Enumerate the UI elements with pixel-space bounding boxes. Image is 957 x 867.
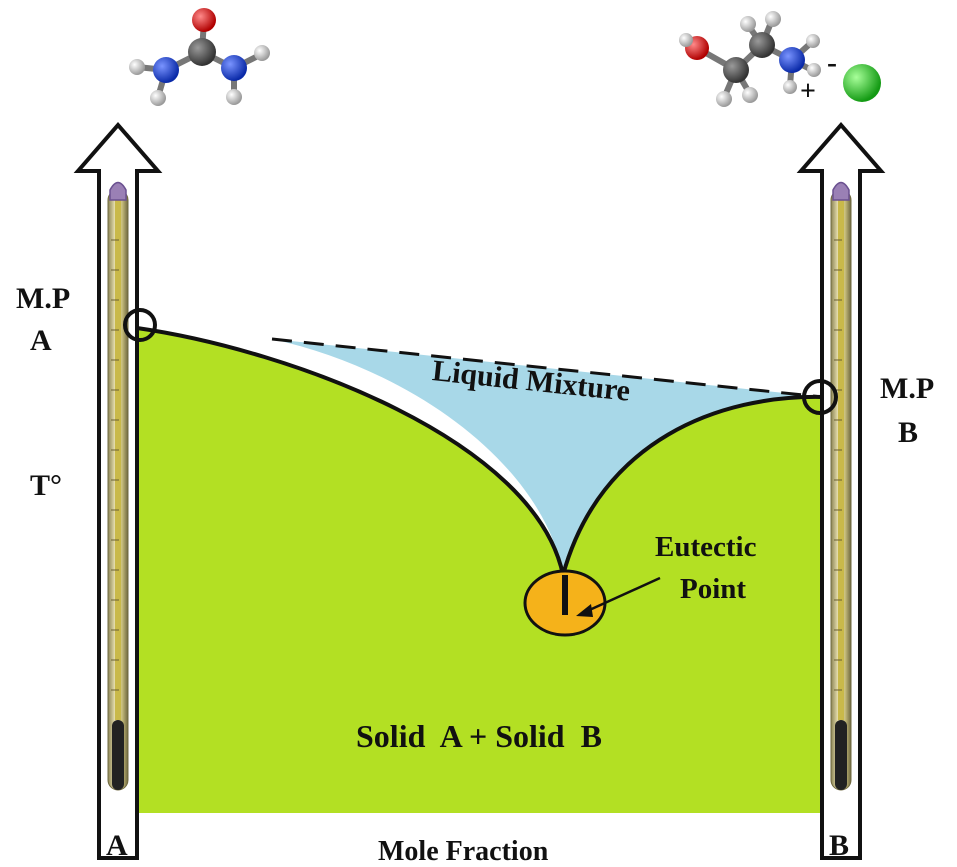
mp-a-label-line2: A: [30, 324, 52, 357]
melting-point-b-marker: [802, 379, 838, 415]
ion-minus-sign: -: [827, 46, 837, 79]
melting-point-a-marker: [123, 308, 157, 342]
mp-a-label-line1: M.P: [16, 282, 70, 315]
x-axis-label-b: B: [829, 829, 849, 862]
chloride-ion: [843, 64, 881, 102]
choline-chloride-molecule: [679, 11, 881, 107]
eutectic-label-line2: Point: [680, 573, 746, 605]
left-thermometer: [107, 181, 129, 791]
liquidus-curve: [136, 326, 823, 576]
mp-b-label-line1: M.P: [880, 372, 934, 405]
solid-region: [137, 328, 822, 813]
temperature-label: T°: [30, 469, 62, 502]
mp-b-label-line2: B: [898, 416, 918, 449]
x-axis-title: Mole Fraction: [378, 836, 549, 867]
ideal-mixing-dashed-line: [271, 337, 823, 399]
eutectic-label-line1: Eutectic: [655, 531, 757, 563]
right-thermometer: [830, 181, 852, 791]
liquid-region: [272, 339, 822, 575]
x-axis-label-a: A: [106, 829, 128, 862]
eutectic-arrowhead: [576, 604, 593, 617]
eutectic-arrow: [584, 576, 661, 614]
ion-plus-sign: +: [800, 76, 816, 107]
solid-region-label: Solid A + Solid B: [356, 718, 602, 754]
urea-molecule: [129, 8, 270, 106]
